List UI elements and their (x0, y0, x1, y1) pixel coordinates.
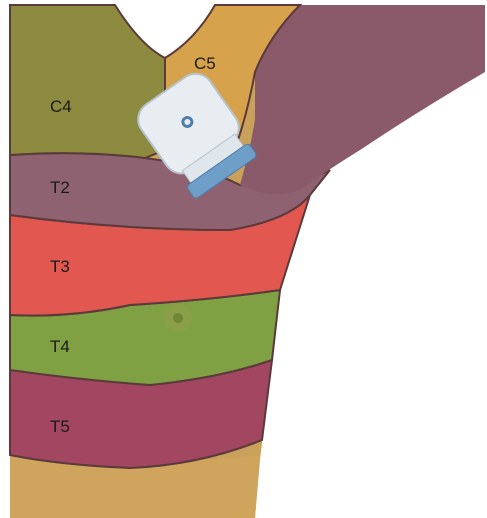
label-t4: T4 (50, 337, 70, 356)
label-t2: T2 (50, 178, 70, 197)
label-c4: C4 (50, 97, 72, 116)
label-t5: T5 (50, 417, 70, 436)
nipple (173, 313, 183, 323)
label-t3: T3 (50, 257, 70, 276)
label-c5: C5 (194, 54, 216, 73)
